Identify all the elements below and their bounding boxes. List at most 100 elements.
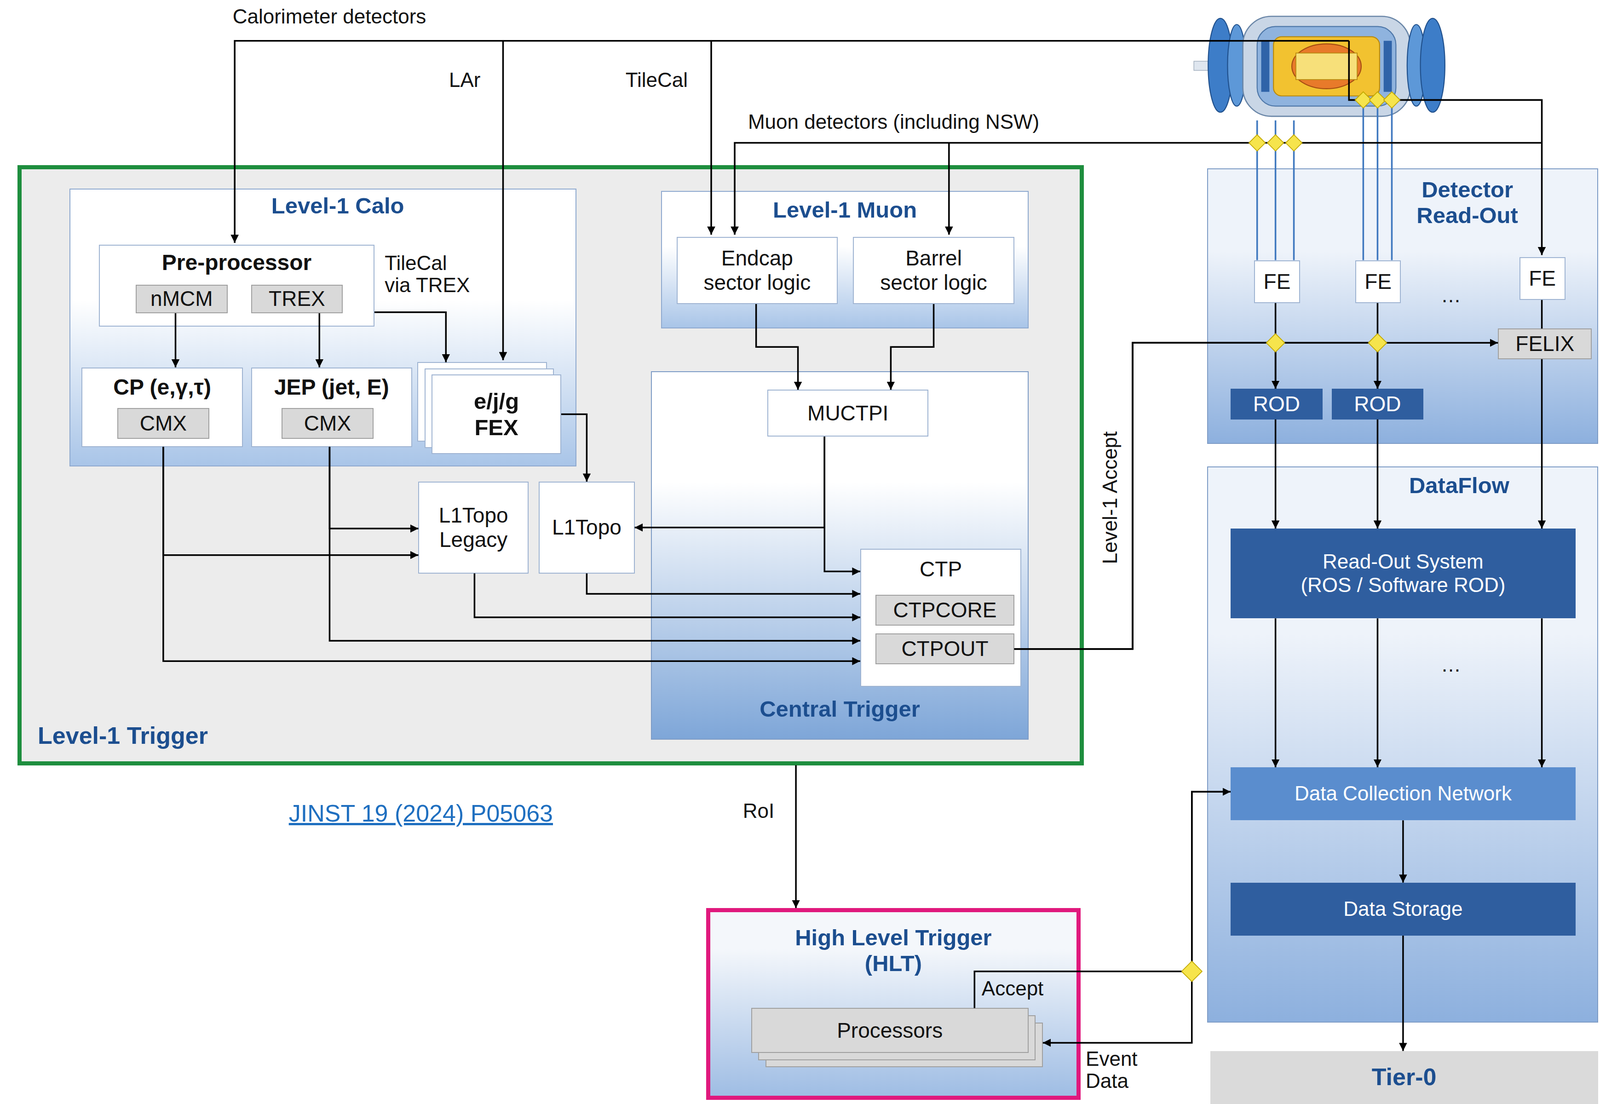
edge-label: Level-1 Accept	[1099, 431, 1122, 565]
frontend-box: FE	[1355, 260, 1402, 304]
atlas-detector-illustration	[1193, 16, 1445, 116]
connector-arrow	[1014, 342, 1498, 649]
label-holder: …	[1440, 653, 1462, 677]
trigger-region: High Level Trigger (HLT) Processors	[706, 908, 1081, 1100]
connector-arrow	[163, 447, 419, 556]
connector-arrow	[794, 765, 797, 909]
title-holder: Central Trigger	[650, 696, 1029, 722]
label-holder: TileCal	[625, 68, 688, 93]
title-holder: Level-1 Trigger	[37, 722, 651, 750]
label-holder: Accept	[981, 977, 1044, 1000]
storage-box: Tier-0	[1210, 1051, 1599, 1104]
connector-arrow	[1376, 618, 1379, 768]
box-text: Data Collection Network	[1294, 782, 1512, 806]
module-chip: CMX	[117, 408, 210, 439]
box-text: CMX	[139, 411, 187, 436]
detector-readout-line	[1257, 99, 1393, 260]
box-text: FE	[1364, 269, 1392, 294]
connector-arrow	[474, 573, 860, 618]
layout-drawing	[234, 16, 1542, 360]
box-text: Read-Out System (ROS / Software ROD)	[1297, 550, 1509, 597]
box-text: FE	[1263, 269, 1291, 294]
box-text: ROD	[1353, 391, 1401, 417]
box-text: nMCM	[150, 286, 213, 311]
process-box: e/j/g FEX	[431, 374, 562, 455]
title-holder: Pre-processor	[98, 249, 375, 276]
box-title: Pre-processor	[161, 249, 312, 276]
annotation-label: Muon detectors (including NSW)	[748, 110, 1040, 134]
title-holder: Level-1 Calo	[97, 192, 578, 219]
connector-arrow	[1376, 419, 1379, 529]
box-title: CTP	[919, 557, 962, 582]
label-holder: Calorimeter detectors	[232, 5, 427, 29]
box-title: CP (e,γ,τ)	[113, 374, 212, 400]
edge-label: TileCal via TREX	[384, 252, 472, 297]
module-chip: CTPOUT	[875, 633, 1015, 665]
label-holder: RoI	[742, 800, 775, 823]
annotation-label: …	[1440, 653, 1462, 677]
label-holder: TileCal via TREX	[384, 252, 472, 297]
trigger-region: Level-1 Trigger Level-1 CaloPre-processor…	[17, 165, 1084, 766]
process-box: JEP (jet, E) CMX	[251, 367, 413, 448]
connector-arrow	[1541, 618, 1543, 768]
connector-arrow	[329, 447, 419, 529]
box-text: CMX	[304, 411, 352, 436]
box-text: L1Topo Legacy	[431, 503, 516, 553]
box-text: Data Storage	[1343, 897, 1463, 921]
module-chip: FELIX	[1497, 328, 1592, 360]
readout-driver-box: ROD	[1230, 388, 1323, 420]
dataflow-box: Data Collection Network	[1230, 767, 1576, 821]
title-holder: DataFlow	[1390, 472, 1528, 499]
box-text: MUCTPI	[807, 401, 889, 426]
connector-arrow	[561, 414, 587, 482]
connector-arrow	[1014, 342, 1378, 649]
label-holder: LAr	[448, 68, 481, 93]
edge-label: Event Data	[1085, 1047, 1147, 1093]
annotation-label: Calorimeter detectors	[232, 5, 427, 29]
process-box: MUCTPI	[767, 389, 929, 437]
module-chip: nMCM	[135, 284, 228, 314]
box-title: Level-1 Calo	[271, 192, 405, 219]
title-holder: High Level Trigger (HLT)	[706, 924, 1081, 977]
dataflow-box: Read-Out System (ROS / Software ROD)	[1230, 528, 1576, 619]
annotation-label: TileCal	[625, 68, 688, 93]
box-title: DataFlow	[1409, 472, 1510, 499]
connector-arrow	[1042, 791, 1231, 1043]
module-chip: CTPCORE	[875, 594, 1015, 626]
connectors	[163, 299, 1543, 1052]
connector-arrow	[329, 447, 860, 641]
subsystem-panel: Detector Read-OutFE FE FE FELIX ROD ROD	[1207, 168, 1599, 444]
connector-arrow	[634, 436, 825, 528]
connector-arrow	[824, 436, 861, 572]
annotation-label: LAr	[448, 68, 481, 93]
readout-driver-box: ROD	[1331, 388, 1424, 420]
title-holder: JEP (jet, E)	[251, 374, 413, 400]
module-chip: TREX	[251, 284, 344, 314]
connector-arrow	[1402, 935, 1405, 1052]
annotation-label: …	[1440, 283, 1462, 308]
process-box: CTP CTPCORE CTPOUT	[860, 548, 1022, 687]
box-text: Processors	[836, 1018, 943, 1043]
label-holder: JINST 19 (2024) P05063	[288, 800, 553, 828]
box-text: Barrel sector logic	[877, 246, 990, 295]
junction-diamonds	[1181, 92, 1401, 982]
connector-arrow	[1402, 820, 1405, 883]
edge-label: Accept	[981, 977, 1044, 1000]
connector-arrow	[890, 304, 934, 390]
box-text: L1Topo	[552, 515, 622, 540]
frontend-box: FE	[1519, 257, 1566, 300]
subsystem-panel: Level-1 MuonEndcap sector logic Barrel se…	[661, 190, 1029, 329]
title-holder: Detector Read-Out	[1395, 176, 1539, 229]
box-text: TREX	[268, 286, 326, 311]
connector-arrow	[1541, 359, 1543, 529]
connector-arrow	[163, 447, 861, 662]
label-holder: Muon detectors (including NSW)	[748, 110, 1040, 134]
subsystem-panel: Level-1 CaloPre-processor nMCM TREX CP (e,γ…	[69, 188, 577, 467]
process-box: Endcap sector logic	[676, 236, 838, 305]
box-text: Tier-0	[1371, 1063, 1437, 1092]
title-holder: Level-1 Muon	[661, 196, 1029, 223]
title-holder: CTP	[860, 557, 1022, 582]
box-title: Detector Read-Out	[1408, 176, 1526, 229]
box-text: e/j/g FEX	[466, 388, 526, 441]
